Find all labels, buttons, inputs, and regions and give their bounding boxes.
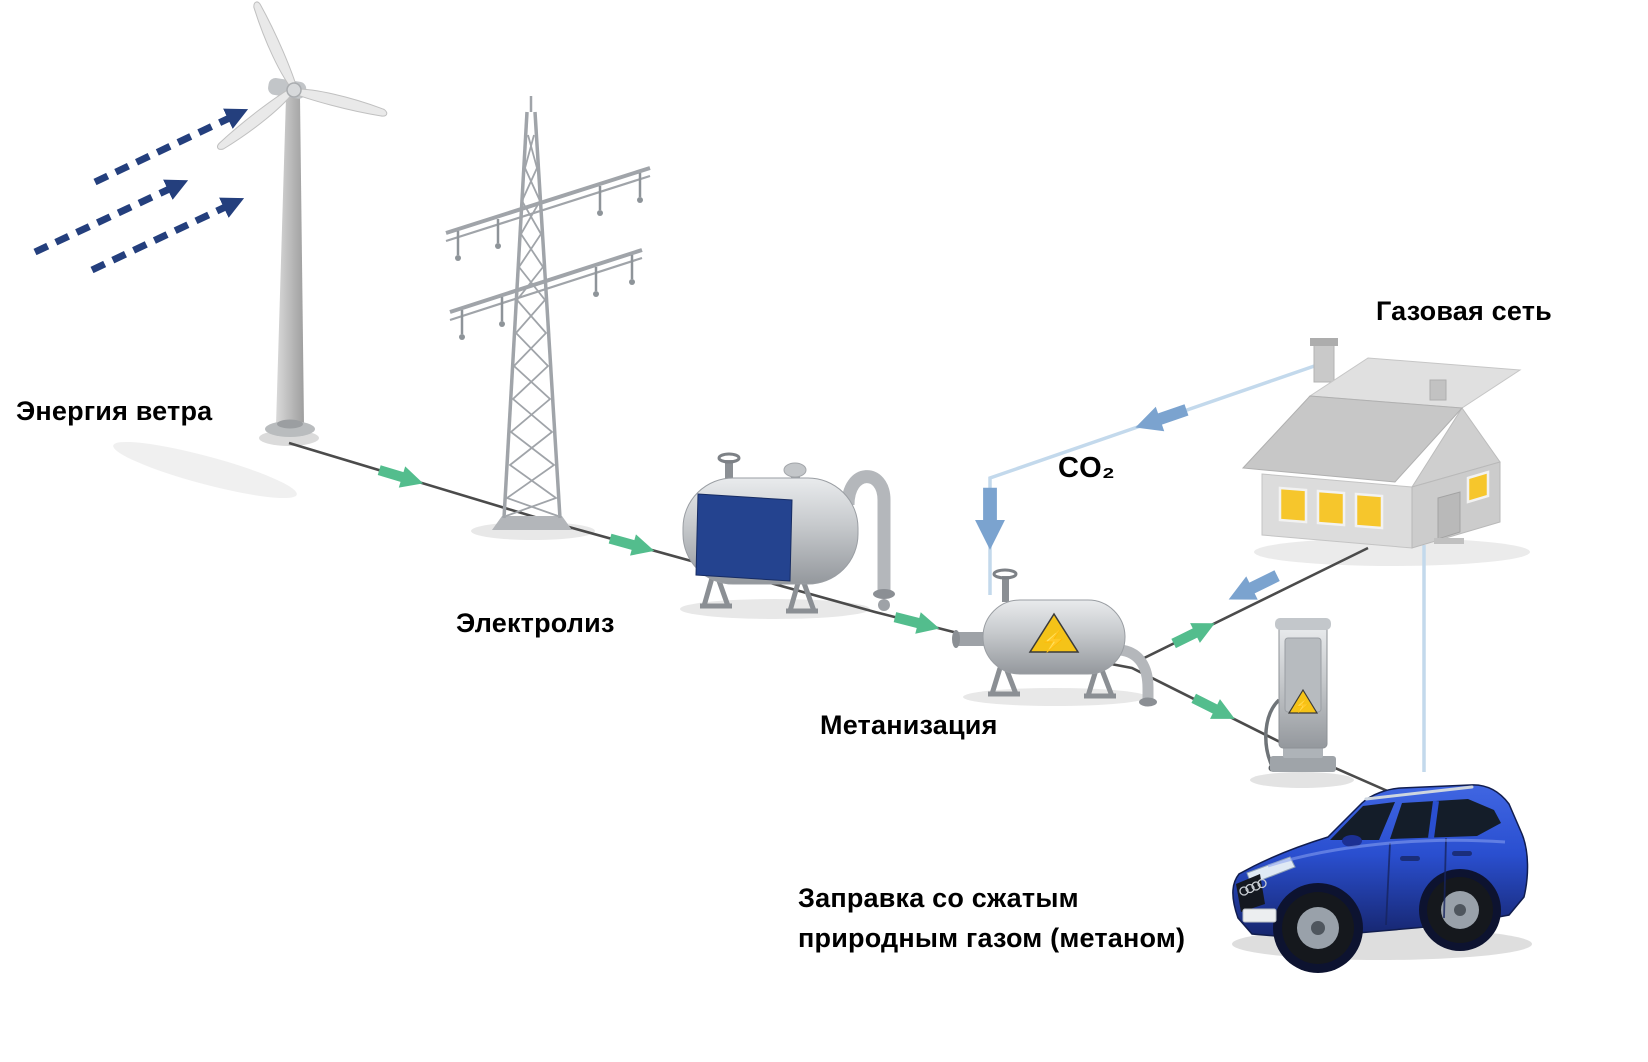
methanation-pipe-flange [1139, 697, 1157, 707]
co2-label: CO₂ [1058, 452, 1115, 484]
house-window [1354, 492, 1384, 530]
turbine-shadow [113, 441, 297, 499]
station-cap [1275, 618, 1331, 630]
car-mirror [1342, 835, 1362, 847]
house-door [1437, 491, 1461, 540]
flow-arrow-green-3 [892, 606, 943, 640]
car-highlight [1267, 838, 1506, 868]
cng-fueling-station: ⚡ [1264, 618, 1336, 772]
methanation-outlet-pipe [1118, 644, 1154, 700]
turbine-blade [288, 88, 388, 117]
house-doorstep [1434, 538, 1464, 544]
car-windshield [1330, 802, 1395, 840]
car-side-windows [1390, 799, 1501, 839]
warning-triangle-icon [1028, 612, 1080, 653]
pylon-base [492, 516, 572, 530]
wind-flow-arrow-1 [93, 108, 249, 186]
electrolysis-dome [783, 462, 807, 478]
house-chimney [1313, 343, 1335, 383]
pylon-crossarm-lower [449, 248, 643, 340]
house-shadow [1254, 538, 1530, 566]
house-window [1316, 489, 1346, 527]
turbine-tower [276, 97, 304, 425]
wind-turbine [217, 1, 388, 437]
transmission-pylon [445, 96, 651, 530]
methanation-valve-stem [1002, 576, 1009, 602]
wind-flow-arrow-2 [33, 179, 189, 256]
flow-arrow-green-5 [1188, 688, 1240, 729]
turbine-foundation-ring [277, 419, 303, 429]
house-chimney-cap [1310, 338, 1338, 346]
flow-arrow-green-1 [376, 459, 427, 494]
electrolysis-outlet-pipe [841, 470, 891, 592]
electrolysis-blue-panel [695, 493, 793, 582]
warning-triangle-icon [1287, 688, 1319, 714]
house-window [1278, 486, 1308, 524]
fueling-label: Заправка со сжатым природным газом (мета… [798, 878, 1185, 958]
pylon-crossarm-upper [445, 166, 651, 261]
wind-flow-arrows [33, 108, 249, 274]
house-window [1466, 470, 1490, 504]
electrolysis-pipe-valve [878, 599, 890, 611]
methanation-label: Метанизация [820, 710, 998, 740]
gas-network-label: Газовая сеть [1376, 296, 1552, 326]
turbine-blade [217, 84, 298, 150]
fueling-label-line2: природным газом (метаном) [798, 923, 1186, 953]
electrolysis-top-valve-wheel [717, 452, 741, 464]
co2-arrow-2 [975, 487, 1005, 550]
methanation-valve-wheel [992, 568, 1018, 580]
pylon-lattice [505, 134, 558, 517]
house-windows [1278, 470, 1490, 530]
wind-energy-label: Энергия ветра [16, 396, 213, 426]
wind-flow-arrow-3 [90, 197, 245, 274]
turbine-rotor [217, 1, 388, 150]
methanation-inlet-flange [952, 630, 960, 648]
hazard-lightning-icon: ⚡ [1295, 698, 1311, 714]
cng-car [1232, 784, 1529, 973]
co2-arrow-1 [1131, 397, 1191, 440]
fueling-label-line1: Заправка со сжатым [798, 883, 1079, 913]
pylon-rail-right [533, 111, 562, 519]
flow-arrow-green-4 [1168, 613, 1220, 654]
house-roof-vent [1429, 379, 1447, 401]
pylon-rail-left [502, 111, 529, 519]
car-wheel-front [1282, 892, 1354, 964]
car-b-pillar [1428, 800, 1439, 839]
electrolysis-top-valve-stem [725, 460, 733, 482]
electrolysis-legs [700, 577, 818, 614]
car-roof-rail [1364, 785, 1474, 801]
flow-arrow-green-2 [607, 527, 658, 562]
electrolysis-pipe-flange [873, 589, 895, 599]
station-hose [1264, 698, 1281, 767]
car-wheel-rear [1427, 877, 1493, 943]
car-door-seams [1385, 837, 1447, 926]
hazard-lightning-icon: ⚡ [1041, 628, 1067, 654]
car-license-plate [1242, 908, 1277, 923]
car-brand-rings-icon [1239, 878, 1267, 896]
electrolysis-tank [682, 452, 895, 614]
turbine-blade [253, 1, 299, 95]
car-door-handles [1400, 851, 1472, 861]
co2-pipe [988, 360, 1327, 595]
methanation-inlet-nozzle [956, 632, 984, 646]
electrolysis-label: Электролиз [456, 608, 615, 638]
house-roof-front [1241, 395, 1464, 483]
station-shadow [1250, 772, 1354, 788]
turbine-hub [286, 82, 302, 98]
gas-network-house [1241, 338, 1522, 549]
station-base [1270, 756, 1336, 772]
methanation-vessel: ⚡ [952, 568, 1157, 707]
